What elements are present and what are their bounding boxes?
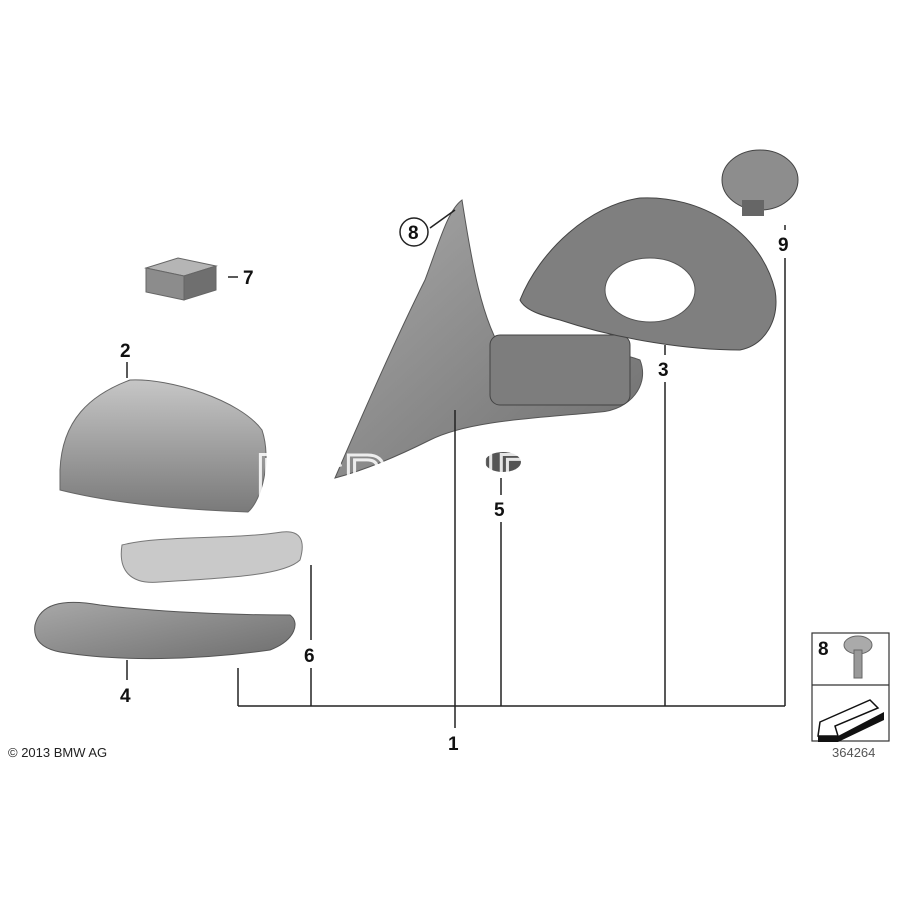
callout-8: 8 (408, 223, 419, 244)
callout-4: 4 (120, 686, 131, 707)
diagram-number: 364264 (832, 745, 875, 760)
part-1-motor-assembly (489, 334, 631, 406)
watermark: FCP EURO (255, 440, 595, 514)
callout-1: 1 (448, 734, 459, 755)
legend-part-number: 8 (818, 639, 829, 660)
legend-box: 8 (811, 632, 890, 742)
part-9-adjustment-motor (721, 149, 799, 216)
callout-3: 3 (658, 360, 669, 381)
callout-8-circle (399, 217, 429, 247)
leader-lines (126, 209, 786, 728)
part-4-lower-trim (34, 601, 296, 660)
copyright: © 2013 BMW AG (8, 745, 107, 760)
callout-6: 6 (304, 646, 315, 667)
callout-5: 5 (494, 500, 505, 521)
part-3-opening (604, 257, 696, 323)
screw-icon (843, 635, 873, 679)
part-6-turn-signal (120, 531, 303, 583)
callout-2: 2 (120, 341, 131, 362)
part-2-mirror-cap (59, 379, 267, 513)
callout-7: 7 (243, 268, 254, 289)
callout-9: 9 (778, 235, 789, 256)
part-7-foam-pad (144, 257, 218, 301)
arrow-icon (817, 699, 884, 742)
part-5-cover (485, 452, 521, 472)
